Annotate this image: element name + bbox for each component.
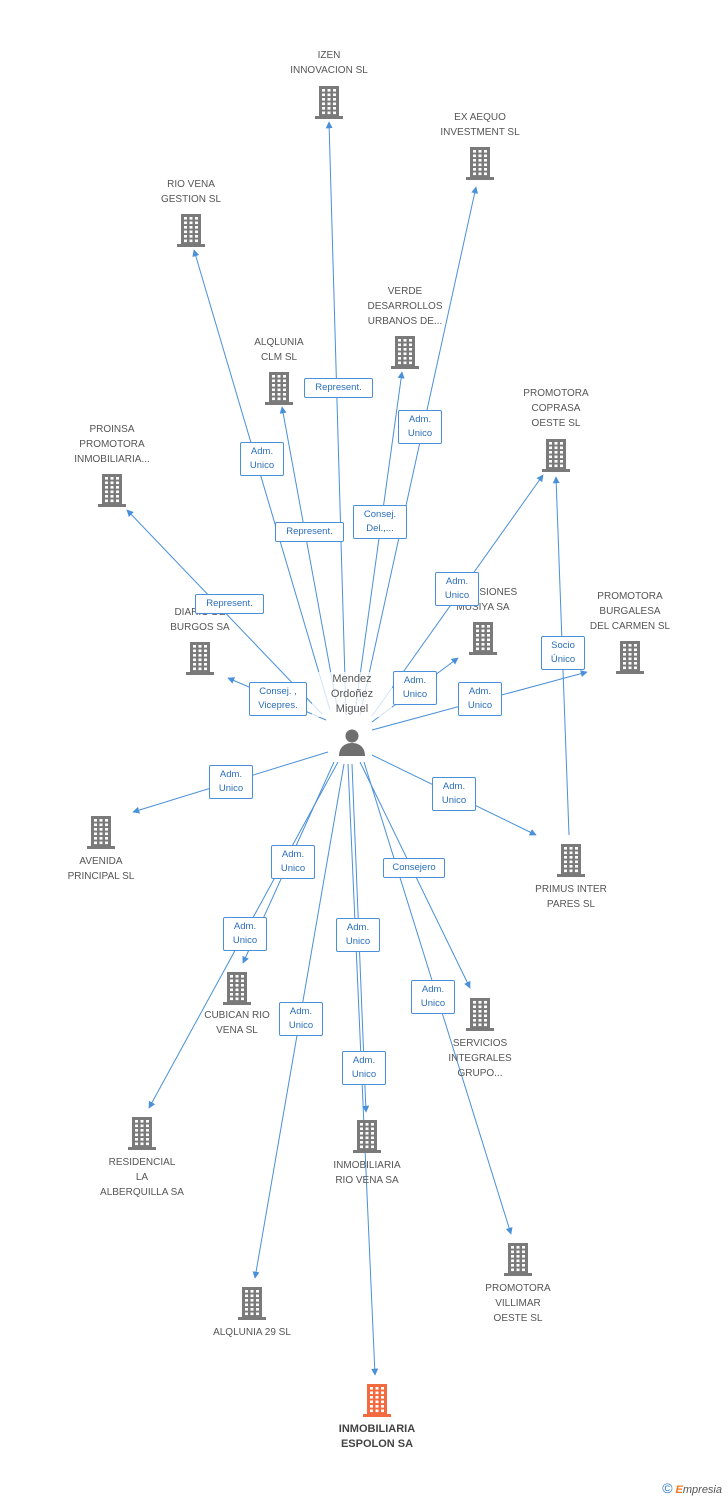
copyright-icon: © [662, 1480, 673, 1496]
company-label-alqlunia29[interactable]: ALQLUNIA 29 SL [213, 1327, 291, 1338]
person-name[interactable]: Mendez Ordoñez Miguel [312, 672, 392, 717]
company-node-exaequo[interactable] [464, 145, 496, 181]
edge-label-servicios[interactable]: Consejero [383, 858, 445, 878]
building-icon [87, 816, 115, 849]
company-node-alqlunia_clm[interactable] [263, 370, 295, 406]
edge-label-musiya[interactable]: Adm. Unico [393, 671, 437, 705]
building-icon [98, 474, 126, 507]
company-label-burgalesa[interactable]: PROMOTORA BURGALESA DEL CARMEN SL [589, 591, 671, 632]
company-label-musiya[interactable]: INVERSIONES MUSIYA SA [448, 587, 518, 613]
building-icon [466, 998, 494, 1031]
building-icon [557, 844, 585, 877]
company-node-inmo_riovena[interactable] [351, 1118, 383, 1154]
edge-label-diario[interactable]: Consej. , Vicepres. [249, 682, 307, 716]
edge-label-primus[interactable]: Adm. Unico [432, 777, 476, 811]
edge-label-primus-to-coprasa[interactable]: Socio Único [541, 636, 585, 670]
edge-exaequo [359, 186, 479, 716]
company-label-riovenagestion[interactable]: RIO VENA GESTION SL [160, 179, 221, 205]
building-icon [265, 372, 293, 405]
edge-label-alqlunia_clm[interactable]: Represent. [275, 522, 344, 542]
building-icon [186, 642, 214, 675]
company-label-proinsa[interactable]: PROINSA PROMOTORA INMOBILIARIA... [74, 424, 150, 465]
edge-label-burgalesa[interactable]: Adm. Unico [458, 682, 502, 716]
building-icon [128, 1117, 156, 1150]
company-label-avenida[interactable]: AVENIDA PRINCIPAL SL [67, 856, 135, 882]
company-label-coprasa[interactable]: PROMOTORA COPRASA OESTE SL [523, 388, 589, 429]
edge-label-cubican[interactable]: Adm. Unico [223, 917, 267, 951]
edge-label-espolon[interactable]: Adm. Unico [342, 1051, 386, 1085]
company-label-residencial[interactable]: RESIDENCIAL LA ALBERQUILLA SA [100, 1157, 184, 1198]
edge-verde [354, 371, 405, 713]
company-node-riovenagestion[interactable] [175, 212, 207, 248]
company-node-verde[interactable] [389, 334, 421, 370]
edge-label-avenida[interactable]: Adm. Unico [209, 765, 253, 799]
edge-label-riovenagestion[interactable]: Adm. Unico [240, 442, 284, 476]
company-node-avenida[interactable] [85, 814, 117, 850]
company-node-cubican[interactable] [221, 970, 253, 1006]
company-node-burgalesa[interactable] [614, 639, 646, 675]
company-label-alqlunia_clm[interactable]: ALQLUNIA CLM SL [254, 337, 304, 363]
building-icon [466, 147, 494, 180]
edge-label-alqlunia29[interactable]: Adm. Unico [279, 1002, 323, 1036]
company-label-inmo_riovena[interactable]: INMOBILIARIA RIO VENA SA [333, 1160, 401, 1186]
building-icon [616, 641, 644, 674]
edge-label-izen[interactable]: Represent. [304, 378, 373, 398]
company-node-coprasa[interactable] [540, 437, 572, 473]
building-icon [238, 1287, 266, 1320]
company-label-servicios[interactable]: SERVICIOS INTEGRALES GRUPO... [448, 1038, 512, 1079]
building-icon [223, 972, 251, 1005]
edge-riovenagestion [192, 249, 331, 711]
company-node-espolon[interactable] [361, 1382, 393, 1418]
company-node-villimar[interactable] [502, 1241, 534, 1277]
edge-alqlunia_clm [279, 406, 339, 713]
brand-name: mpresia [682, 1484, 722, 1496]
edge-izen [325, 121, 347, 716]
company-label-exaequo[interactable]: EX AEQUO INVESTMENT SL [440, 112, 520, 138]
brand-footer[interactable]: ©Empresia [662, 1480, 722, 1496]
building-icon [391, 336, 419, 369]
company-node-alqlunia29[interactable] [236, 1285, 268, 1321]
building-icon [363, 1384, 391, 1417]
company-node-residencial[interactable] [126, 1115, 158, 1151]
brand-initial: E [675, 1484, 683, 1496]
edge-label-inmo_riovena[interactable]: Adm. Unico [336, 918, 380, 952]
building-icon [469, 622, 497, 655]
company-label-villimar[interactable]: PROMOTORA VILLIMAR OESTE SL [485, 1283, 551, 1324]
company-node-servicios[interactable] [464, 996, 496, 1032]
building-icon [504, 1243, 532, 1276]
edge-label-proinsa[interactable]: Represent. [195, 594, 264, 614]
company-label-espolon[interactable]: INMOBILIARIA ESPOLON SA [338, 1423, 416, 1450]
company-node-izen[interactable] [313, 84, 345, 120]
building-icon [315, 86, 343, 119]
edge-label-residencial[interactable]: Adm. Unico [271, 845, 315, 879]
company-label-primus[interactable]: PRIMUS INTER PARES SL [535, 884, 607, 910]
building-icon [542, 439, 570, 472]
company-node-primus[interactable] [555, 842, 587, 878]
building-icon [353, 1120, 381, 1153]
edge-label-villimar[interactable]: Adm. Unico [411, 980, 455, 1014]
person-icon[interactable] [337, 727, 367, 757]
edge-label-coprasa[interactable]: Adm. Unico [435, 572, 479, 606]
building-icon [177, 214, 205, 247]
company-node-proinsa[interactable] [96, 472, 128, 508]
edge-label-verde[interactable]: Consej. Del.,... [353, 505, 407, 539]
company-label-cubican[interactable]: CUBICAN RIO VENA SL [204, 1010, 270, 1036]
company-label-verde[interactable]: VERDE DESARROLLOS URBANOS DE... [367, 286, 443, 327]
company-node-diario[interactable] [184, 640, 216, 676]
company-label-izen[interactable]: IZEN INNOVACION SL [290, 50, 368, 76]
edge-label-exaequo[interactable]: Adm. Unico [398, 410, 442, 444]
company-node-musiya[interactable] [467, 620, 499, 656]
